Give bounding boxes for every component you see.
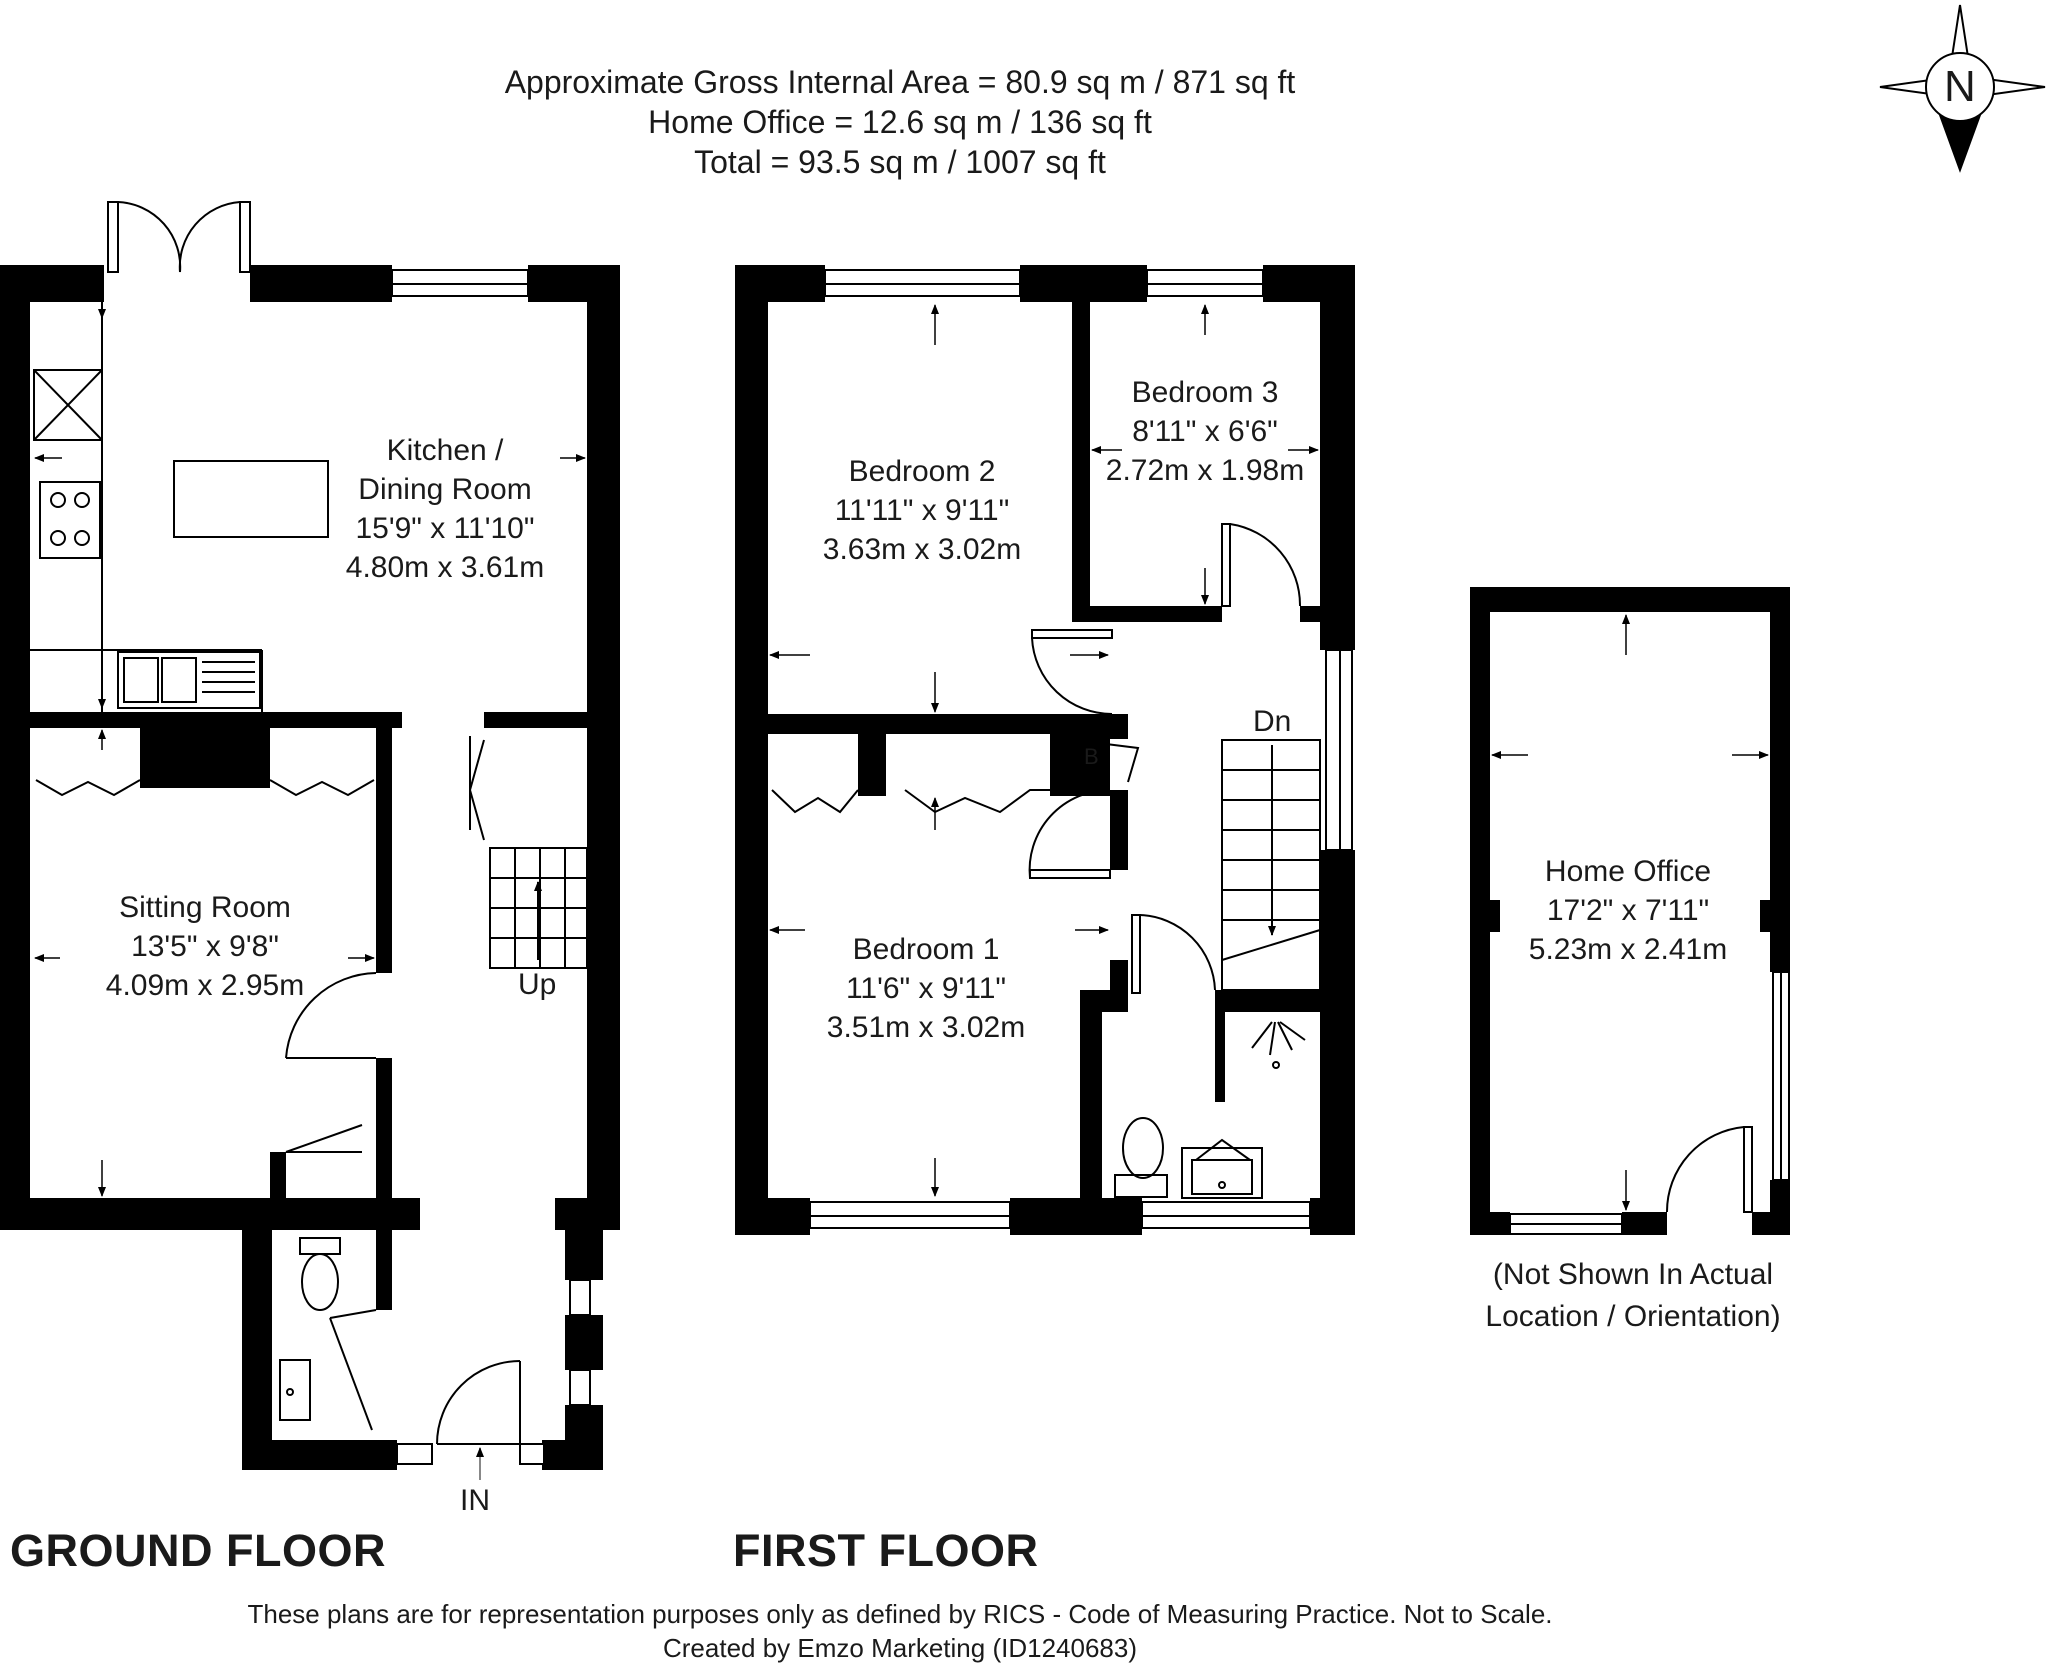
sitting-room-label: Sitting Room 13'5" x 9'8" 4.09m x 2.95m: [106, 888, 304, 1005]
ground-dimension-arrows: [34, 302, 586, 1197]
bedroom1-metric: 3.51m x 3.02m: [826, 1011, 1026, 1044]
stairs-up-label: Up: [518, 968, 557, 1001]
disclaimer-text: These plans are for representation purpo…: [247, 1599, 1553, 1629]
kitchen-name-line1: Kitchen /: [386, 434, 504, 467]
home-office-windows: [1509, 971, 1790, 1235]
kitchen-imperial: 15'9" x 11'10": [355, 512, 535, 545]
ground-floor-plan: [0, 201, 620, 1480]
entrance-door: [436, 1360, 521, 1445]
kitchen-label: Kitchen / Dining Room 15'9" x 11'10" 4.8…: [346, 431, 544, 587]
first-floor-walls: [735, 265, 1355, 1235]
stairs-up: [489, 847, 588, 969]
boiler-cupboard: [1077, 739, 1140, 783]
stairs-down-label: Dn: [1253, 705, 1292, 738]
first-floor-doors: [771, 523, 1302, 994]
home-office-dimension-arrows: [1491, 614, 1769, 1211]
bedroom1-label: Bedroom 1 11'6" x 9'11" 3.51m x 3.02m: [827, 930, 1025, 1047]
bedroom3-metric: 2.72m x 1.98m: [1105, 454, 1305, 487]
sitting-room-imperial: 13'5" x 9'8": [131, 930, 279, 963]
first-floor-plan: [735, 265, 1355, 1235]
home-office-walls: [1470, 587, 1790, 1235]
first-bathroom-fittings: [1114, 1021, 1306, 1199]
home-office-name: Home Office: [1544, 855, 1712, 888]
french-doors: [107, 201, 251, 273]
home-office-note-line1: (Not Shown In Actual: [1492, 1258, 1774, 1291]
bedroom2-metric: 3.63m x 3.02m: [822, 533, 1022, 566]
kitchen-metric: 4.80m x 3.61m: [345, 551, 545, 584]
gross-area-text: Approximate Gross Internal Area = 80.9 s…: [504, 64, 1296, 100]
boiler-label: B: [1084, 744, 1099, 769]
home-office-area-text: Home Office = 12.6 sq m / 136 sq ft: [648, 104, 1152, 140]
first-dimension-arrows: [769, 304, 1319, 1197]
bedroom3-imperial: 8'11" x 6'6": [1132, 415, 1278, 448]
credit-text: Created by Emzo Marketing (ID1240683): [662, 1633, 1137, 1663]
total-area-text: Total = 93.5 sq m / 1007 sq ft: [694, 144, 1106, 180]
ground-wc-fittings: [279, 1237, 341, 1421]
home-office-note-line2: Location / Orientation): [1485, 1300, 1781, 1333]
sitting-room-name: Sitting Room: [119, 891, 291, 924]
kitchen-fittings: [30, 302, 329, 712]
north-compass-icon: [1879, 4, 2046, 173]
bedroom2-name: Bedroom 2: [848, 455, 996, 488]
bedroom1-imperial: 11'6" x 9'11": [845, 972, 1007, 1005]
home-office-note: (Not Shown In Actual Location / Orientat…: [1485, 1254, 1780, 1338]
ground-floor-windows: [391, 269, 591, 1465]
bedroom1-name: Bedroom 1: [852, 933, 1000, 966]
sitting-room-metric: 4.09m x 2.95m: [105, 969, 305, 1002]
home-office-plan: [1470, 587, 1790, 1235]
ground-floor-walls: [0, 265, 620, 1470]
ground-floor-doors: [35, 736, 485, 1431]
home-office-door: [1665, 1126, 1753, 1213]
bedroom3-label: Bedroom 3 8'11" x 6'6" 2.72m x 1.98m: [1106, 373, 1304, 490]
first-floor-title: FIRST FLOOR: [733, 1525, 1039, 1576]
home-office-imperial: 17'2" x 7'11": [1546, 894, 1710, 927]
home-office-label: Home Office 17'2" x 7'11" 5.23m x 2.41m: [1529, 852, 1727, 969]
entrance-label: IN: [460, 1484, 490, 1517]
kitchen-name-line2: Dining Room: [358, 473, 532, 506]
bedroom2-label: Bedroom 2 11'11" x 9'11" 3.63m x 3.02m: [823, 452, 1021, 569]
first-floor-windows: [809, 269, 1353, 1229]
ground-floor-title: GROUND FLOOR: [10, 1525, 386, 1576]
bedroom2-imperial: 11'11" x 9'11": [834, 494, 1010, 527]
north-label: N: [1944, 62, 1976, 111]
stairs-down: [1221, 739, 1321, 991]
bedroom3-name: Bedroom 3: [1131, 376, 1279, 409]
home-office-metric: 5.23m x 2.41m: [1528, 933, 1728, 966]
